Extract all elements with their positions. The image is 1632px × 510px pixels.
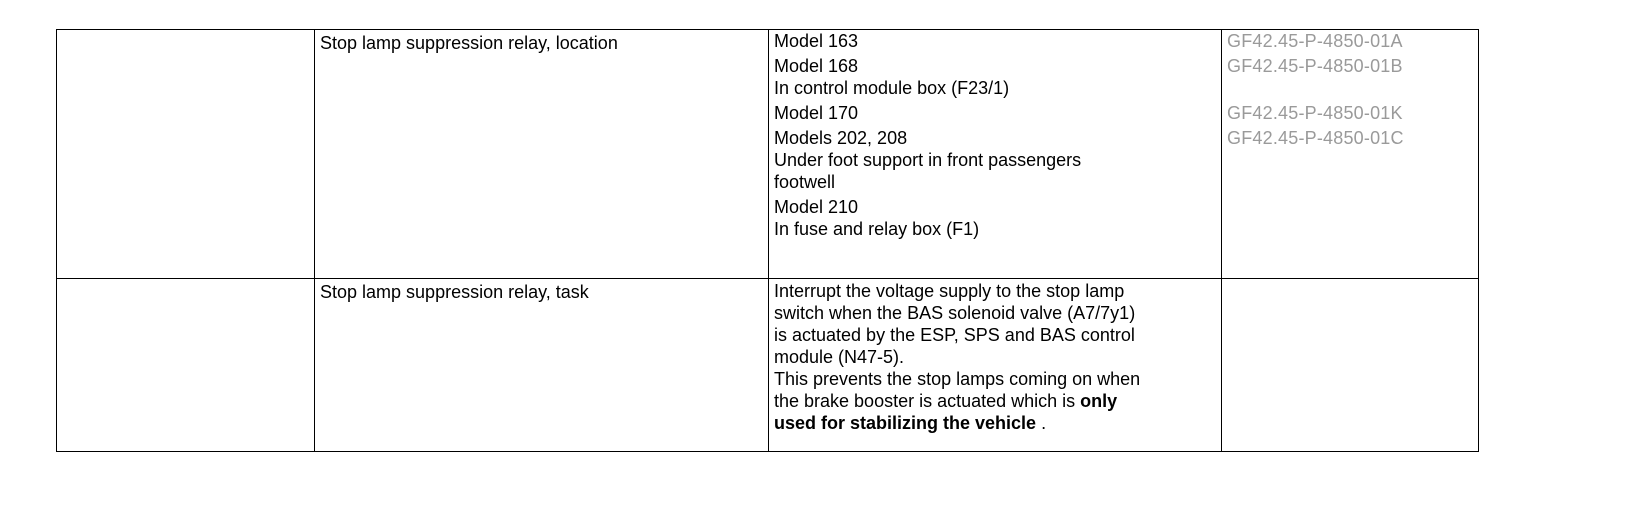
model-location-text: Under foot support in front passengers [774, 150, 1082, 170]
model-entry: Model 168 In control module box (F23/1) [774, 55, 1221, 99]
table-row: Stop lamp suppression relay, location Mo… [56, 29, 1479, 279]
table-row: Stop lamp suppression relay, task Interr… [56, 278, 1479, 452]
model-location-cell: Model 163 Model 168 In control module bo… [768, 29, 1222, 279]
task-line: is actuated by the ESP, SPS and BAS cont… [774, 325, 1135, 345]
model-location-text: In control module box (F23/1) [774, 78, 1010, 98]
model-entry: Model 163 [774, 30, 1221, 52]
document-table: Stop lamp suppression relay, location Mo… [56, 29, 1479, 452]
document-reference-link[interactable]: GF42.45-P-4850-01K [1227, 103, 1403, 123]
model-location-text: footwell [774, 172, 836, 192]
model-label: Models 202, 208 [774, 128, 908, 148]
document-reference-link[interactable]: GF42.45-P-4850-01C [1227, 128, 1404, 148]
empty-cell [56, 29, 315, 279]
task-line: This prevents the stop lamps coming on w… [774, 369, 1141, 389]
model-entry: Models 202, 208 Under foot support in fr… [774, 127, 1221, 193]
model-label: Model 163 [774, 31, 859, 51]
topic-text: Stop lamp suppression relay, location [320, 33, 618, 53]
spacer [1227, 77, 1478, 99]
task-line: Interrupt the voltage supply to the stop… [774, 281, 1125, 301]
reference-slot: GF42.45-P-4850-01A [1227, 30, 1478, 52]
emphasis-text: used for stabilizing the vehicle [774, 413, 1037, 433]
model-location-text: In fuse and relay box (F1) [774, 219, 980, 239]
model-label: Model 210 [774, 197, 859, 217]
task-text: . [1036, 413, 1047, 433]
reference-slot: GF42.45-P-4850-01K [1227, 102, 1478, 124]
task-text: the brake booster is actuated which is [774, 391, 1081, 411]
task-line: used for stabilizing the vehicle . [774, 412, 1221, 434]
reference-slot: GF42.45-P-4850-01C [1227, 127, 1478, 149]
empty-cell [56, 278, 315, 452]
task-description-cell: Interrupt the voltage supply to the stop… [768, 278, 1222, 452]
reference-slot: GF42.45-P-4850-01B [1227, 55, 1478, 99]
topic-cell: Stop lamp suppression relay, location [314, 29, 769, 279]
task-description: Interrupt the voltage supply to the stop… [774, 279, 1221, 434]
task-line: the brake booster is actuated which is o… [774, 390, 1221, 412]
model-entry: Model 210 In fuse and relay box (F1) [774, 196, 1221, 240]
task-line: module (N47-5). [774, 347, 905, 367]
topic-text: Stop lamp suppression relay, task [320, 282, 589, 302]
model-entry: Model 170 [774, 102, 1221, 124]
document-reference-link[interactable]: GF42.45-P-4850-01B [1227, 56, 1403, 76]
model-label: Model 168 [774, 56, 859, 76]
model-label: Model 170 [774, 103, 859, 123]
task-line: switch when the BAS solenoid valve (A7/7… [774, 303, 1136, 323]
emphasis-text: only [1080, 391, 1118, 411]
empty-reference-cell [1221, 278, 1479, 452]
topic-cell: Stop lamp suppression relay, task [314, 278, 769, 452]
document-reference-link[interactable]: GF42.45-P-4850-01A [1227, 31, 1403, 51]
reference-cell: GF42.45-P-4850-01A GF42.45-P-4850-01B GF… [1221, 29, 1479, 279]
